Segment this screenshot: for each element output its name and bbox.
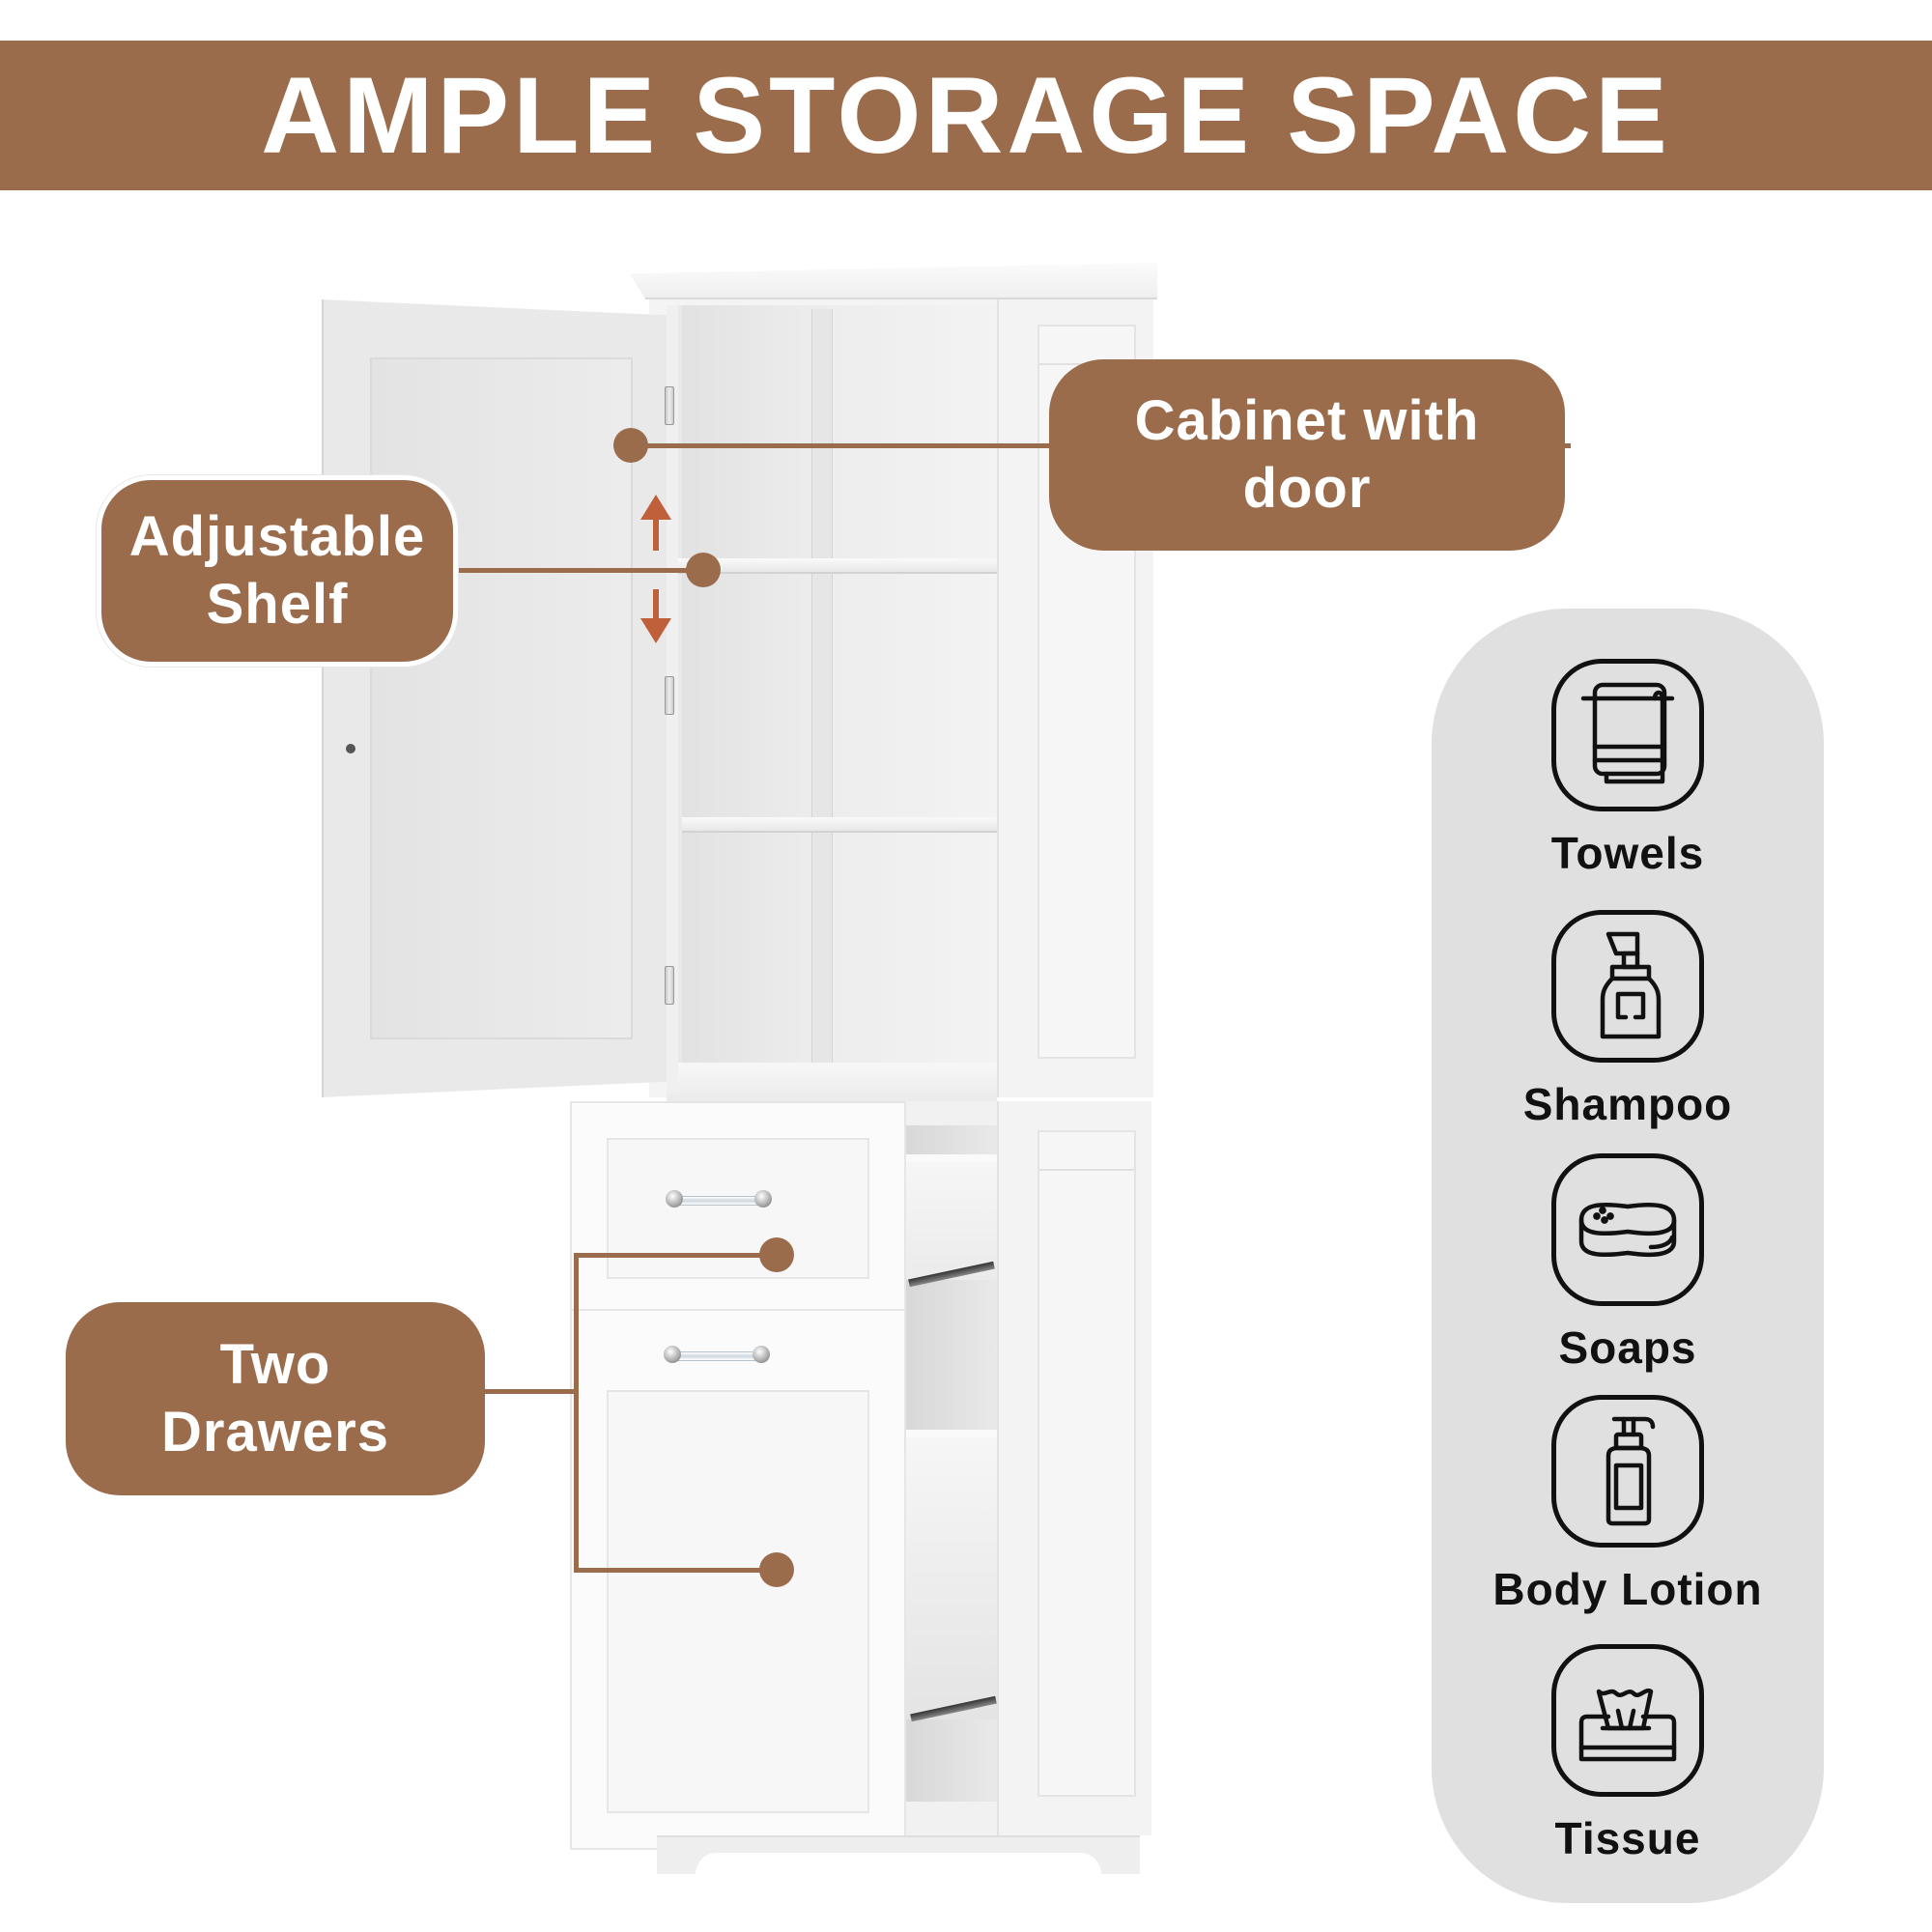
header-banner: AMPLE STORAGE SPACE [0, 41, 1932, 190]
storage-item-label: Tissue [1554, 1813, 1701, 1863]
shampoo-bottle-icon [1551, 910, 1704, 1063]
storage-item-body-lotion: Body Lotion [1432, 1395, 1824, 1615]
page-title: AMPLE STORAGE SPACE [261, 55, 1671, 176]
lotion-pump-icon [1551, 1395, 1704, 1548]
cabinet-bottom-shelf [667, 1063, 997, 1101]
storage-item-label: Soaps [1558, 1322, 1697, 1373]
storage-item-tissue: Tissue [1432, 1644, 1824, 1864]
hinge-icon [665, 386, 674, 425]
shelf-callout-dot [686, 553, 721, 587]
storage-items-panel: Towels Shampoo Soaps [1432, 609, 1824, 1903]
top-drawer-dot [759, 1237, 794, 1272]
bottom-drawer-box [903, 1430, 997, 1719]
storage-item-soaps: Soaps [1432, 1153, 1824, 1374]
cabinet-callout-dot [613, 428, 648, 463]
cabinet-callout-line [634, 443, 1059, 448]
towel-icon [1551, 659, 1704, 811]
storage-item-towels: Towels [1432, 659, 1824, 879]
hinge-icon [665, 966, 674, 1005]
drawers-callout-branch-bottom [574, 1568, 777, 1573]
storage-item-label: Shampoo [1522, 1079, 1733, 1129]
drawer-handle-icon [666, 1190, 772, 1208]
drawers-callout-branch-top [574, 1253, 777, 1258]
fixed-shelf [682, 817, 997, 833]
arrow-up-icon [640, 495, 671, 520]
lower-side-panel [997, 1101, 1151, 1835]
cabinet-base [657, 1835, 1140, 1874]
drawer-handle-icon [664, 1346, 770, 1363]
adjustable-shelf [676, 558, 997, 574]
door-knob-hole [346, 744, 355, 753]
bottom-drawer-front [570, 1309, 906, 1850]
storage-item-label: Towels [1550, 828, 1705, 878]
hinge-icon [665, 676, 674, 715]
arrow-down-stem [653, 589, 659, 620]
storage-item-shampoo: Shampoo [1432, 910, 1824, 1130]
top-drawer-box [903, 1154, 997, 1280]
door-inset-panel [370, 357, 633, 1039]
top-drawer-front [570, 1101, 906, 1316]
shelf-callout-line [456, 568, 696, 573]
arrow-down-icon [640, 618, 671, 643]
cabinet-crown-top [630, 263, 1157, 299]
drawers-callout-line [483, 1389, 578, 1394]
tissue-box-icon [1551, 1644, 1704, 1797]
open-cabinet-door [322, 299, 671, 1097]
drawers-callout-bracket [574, 1253, 579, 1572]
cabinet-divider [811, 309, 833, 1063]
storage-item-label: Body Lotion [1492, 1564, 1763, 1614]
upper-cabinet-interior [668, 305, 997, 1078]
bottom-drawer-dot [759, 1552, 794, 1587]
soap-bar-icon [1551, 1153, 1704, 1306]
cabinet-callout-line-end [1559, 443, 1571, 448]
arrow-up-stem [653, 518, 659, 551]
